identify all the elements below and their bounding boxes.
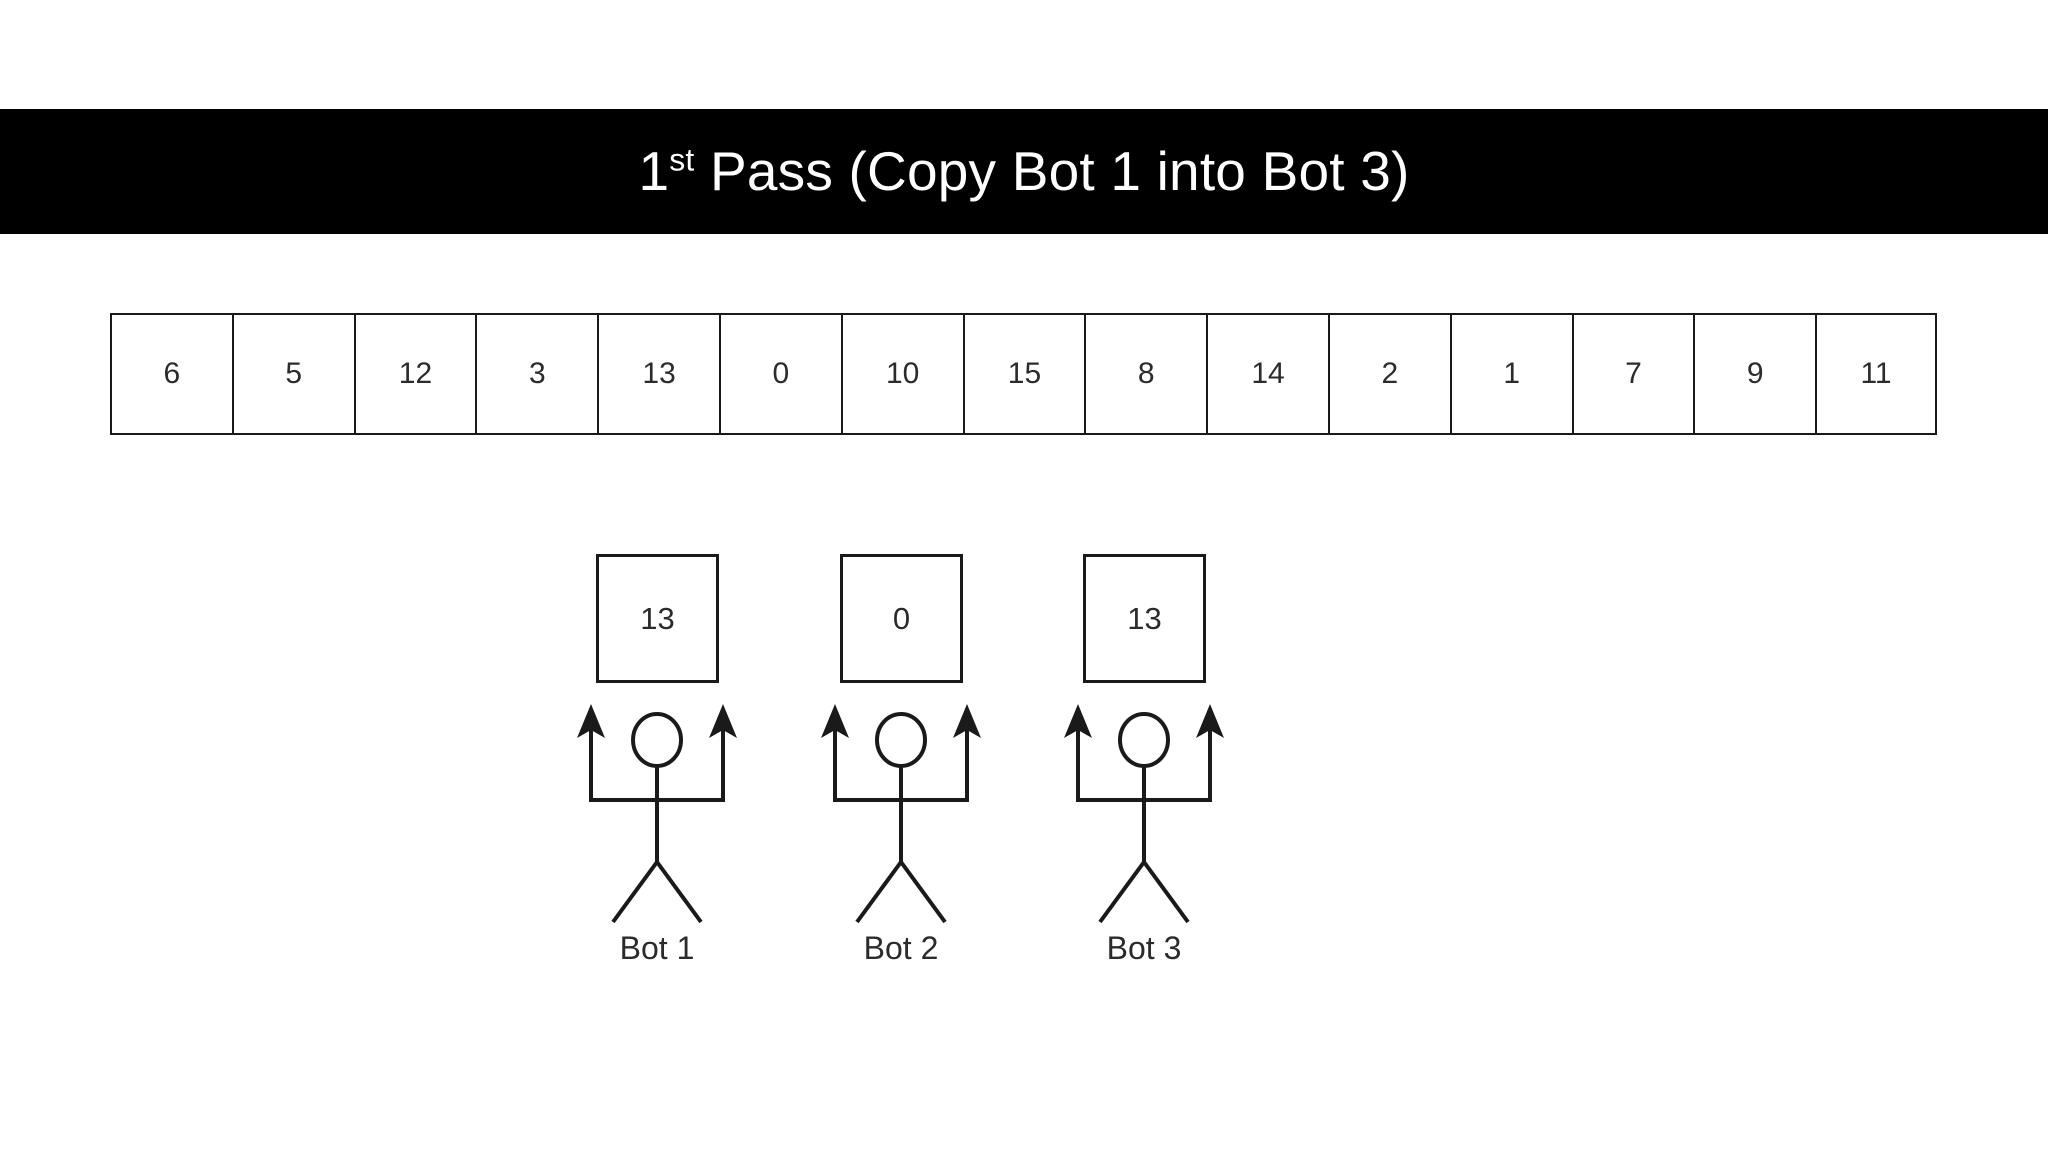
array-cell: 12 <box>353 313 476 435</box>
array-cell: 0 <box>718 313 841 435</box>
array-cell: 5 <box>231 313 354 435</box>
page-title: 1st Pass (Copy Bot 1 into Bot 3) <box>638 144 1409 199</box>
array-cell: 10 <box>840 313 963 435</box>
title-ordinal-suffix: st <box>669 141 695 178</box>
title-lead-number: 1 <box>638 140 670 202</box>
stick-figure-arms-up-icon <box>567 700 747 930</box>
array-cell: 9 <box>1693 313 1816 435</box>
bot-value-box: 13 <box>1083 554 1206 683</box>
array-cell: 13 <box>597 313 719 435</box>
bot-value-box: 0 <box>840 554 963 683</box>
title-remainder: Pass (Copy Bot 1 into Bot 3) <box>694 140 1410 202</box>
bot-label: Bot 2 <box>863 930 939 966</box>
array-cell: 7 <box>1571 313 1694 435</box>
array-cell: 11 <box>1815 313 1937 435</box>
array-cell: 6 <box>110 313 232 435</box>
array-cell: 2 <box>1327 313 1450 435</box>
stick-figure-arms-up-icon <box>811 700 991 930</box>
array-cell: 3 <box>475 313 598 435</box>
array-cell: 1 <box>1449 313 1572 435</box>
slide-title-banner: 1st Pass (Copy Bot 1 into Bot 3) <box>0 109 2048 234</box>
array-cell: 8 <box>1084 313 1207 435</box>
bot-label: Bot 1 <box>619 930 695 966</box>
bot-value-box: 13 <box>596 554 719 683</box>
array-cell: 14 <box>1206 313 1328 435</box>
array-cell: 15 <box>962 313 1085 435</box>
stick-figure-arms-up-icon <box>1054 700 1234 930</box>
bot-label: Bot 3 <box>1106 930 1182 966</box>
